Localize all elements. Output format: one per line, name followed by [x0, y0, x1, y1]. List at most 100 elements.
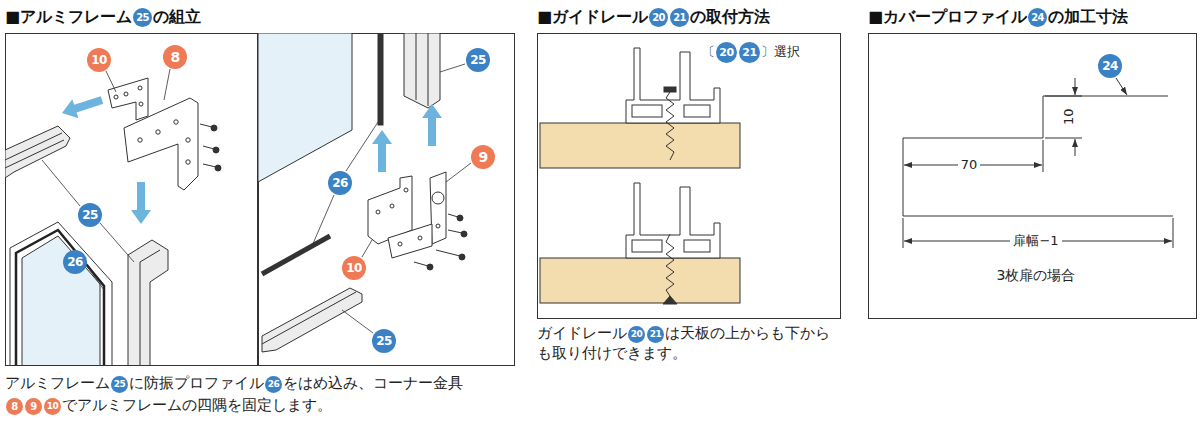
- hole: [432, 192, 444, 204]
- text-line: 26: [327, 171, 353, 195]
- profile-edge: [262, 292, 356, 344]
- hole: [186, 160, 190, 164]
- extension-line: [1043, 140, 1044, 172]
- profile-edge: [428, 33, 429, 106]
- leader-line: [342, 310, 373, 333]
- callout-number: 21: [670, 8, 689, 27]
- callout-number: 24: [1098, 54, 1122, 78]
- screw-head: [459, 254, 465, 260]
- top-board: [540, 258, 740, 303]
- section-heading: ■カバープロファイル: [868, 7, 1027, 26]
- cover-profile-dimensions: [903, 78, 1173, 248]
- callout-number: 25: [372, 329, 396, 353]
- text-line: 70: [958, 156, 981, 174]
- text-line: 25: [77, 203, 103, 227]
- leader-line: [362, 240, 372, 257]
- screw: [200, 124, 212, 127]
- rail-hollow: [632, 240, 662, 252]
- text-line: 8910でアルミフレームの四隅を固定します。: [5, 396, 332, 416]
- aluminium-profile: [404, 33, 440, 108]
- callout-number: 25: [111, 376, 128, 393]
- direction-arrow: [422, 104, 442, 146]
- leader-line: [164, 69, 170, 100]
- text: に防振プロファイル: [129, 375, 264, 391]
- profile-outline: [903, 96, 1168, 216]
- text-line: 25: [371, 329, 397, 353]
- leader-lines: [42, 64, 471, 333]
- hole: [418, 236, 422, 240]
- text-line: 25: [465, 48, 491, 72]
- screw: [448, 214, 458, 217]
- text-line: ガイドレール2021は天板の上からも下からも取り付けできます。: [537, 324, 837, 363]
- callout-number: 10: [342, 256, 366, 280]
- text: 3枚扉の場合: [997, 267, 1076, 283]
- aluminium-profile: [5, 126, 70, 178]
- glass: [258, 33, 352, 182]
- screw-head: [215, 165, 221, 171]
- aluminium-profile: [262, 288, 362, 352]
- hole: [436, 224, 440, 228]
- screw: [436, 250, 460, 256]
- profile-edge: [140, 250, 160, 365]
- hole: [114, 95, 118, 99]
- callout-number: 25: [78, 203, 102, 227]
- screw: [203, 146, 214, 149]
- text: でアルミフレームの四隅を固定します。: [62, 397, 332, 413]
- hole: [186, 138, 190, 142]
- text-line: アルミフレーム25に防振プロファイル26をはめ込み、コーナー金具: [5, 374, 463, 394]
- callout-number: 8: [163, 45, 187, 69]
- section-heading: の加工寸法: [1048, 7, 1128, 26]
- screw-head: [664, 87, 676, 92]
- profile-outline: [903, 216, 1173, 217]
- screw-head: [663, 296, 677, 304]
- aluminium-profile: [128, 240, 168, 365]
- callout-number: 21: [739, 42, 760, 63]
- callout-number: 20: [628, 326, 645, 343]
- extension-line: [1045, 138, 1082, 139]
- screw-head: [211, 125, 217, 131]
- section-heading: の取付方法: [690, 7, 770, 26]
- callout-number: 25: [133, 8, 152, 27]
- callout-number: 20: [649, 8, 668, 27]
- leader-line: [440, 64, 465, 72]
- callout-number: 25: [466, 48, 490, 72]
- section-heading: ■ガイドレール: [537, 7, 648, 26]
- glass: [22, 236, 100, 365]
- callout-number: 10: [87, 48, 111, 72]
- screw-head: [461, 231, 467, 237]
- callout-number: 8: [6, 398, 23, 415]
- dimension-label: 10: [1060, 109, 1075, 126]
- rubber-profile: [378, 33, 383, 125]
- text-line: 〔2021〕選択: [702, 42, 800, 63]
- top-board: [540, 123, 740, 168]
- leader-line: [100, 223, 134, 262]
- callout-number: 21: [647, 326, 664, 343]
- text: 〔: [702, 44, 715, 59]
- callout-number: 24: [1028, 8, 1047, 27]
- extension-line: [903, 218, 904, 248]
- section-heading: ■アルミフレーム: [5, 7, 132, 26]
- text-line: 10: [341, 256, 367, 280]
- rail-hollow: [684, 105, 710, 117]
- dimension-line: [1075, 78, 1076, 95]
- text-line: 24: [1097, 54, 1123, 78]
- text-line: ■アルミフレーム25の組立: [5, 6, 201, 28]
- callout-number: 20: [716, 42, 737, 63]
- panel-frame: [538, 34, 841, 319]
- section-heading: の組立: [153, 7, 201, 26]
- corner-plate: [108, 78, 148, 120]
- text-line: 9: [470, 145, 496, 169]
- leader-line: [446, 163, 471, 182]
- hole: [124, 92, 128, 96]
- corner-plate: [124, 98, 198, 190]
- text-line: 26: [62, 250, 88, 274]
- callout-number: 26: [328, 171, 352, 195]
- callout-number: 10: [44, 398, 61, 415]
- screw-head: [427, 264, 433, 270]
- direction-arrow: [372, 130, 392, 172]
- screw-head: [457, 215, 463, 221]
- profile-edge: [416, 33, 417, 100]
- dimension-label: 70: [961, 157, 978, 172]
- hole: [398, 242, 402, 246]
- text: 〕選択: [761, 44, 800, 59]
